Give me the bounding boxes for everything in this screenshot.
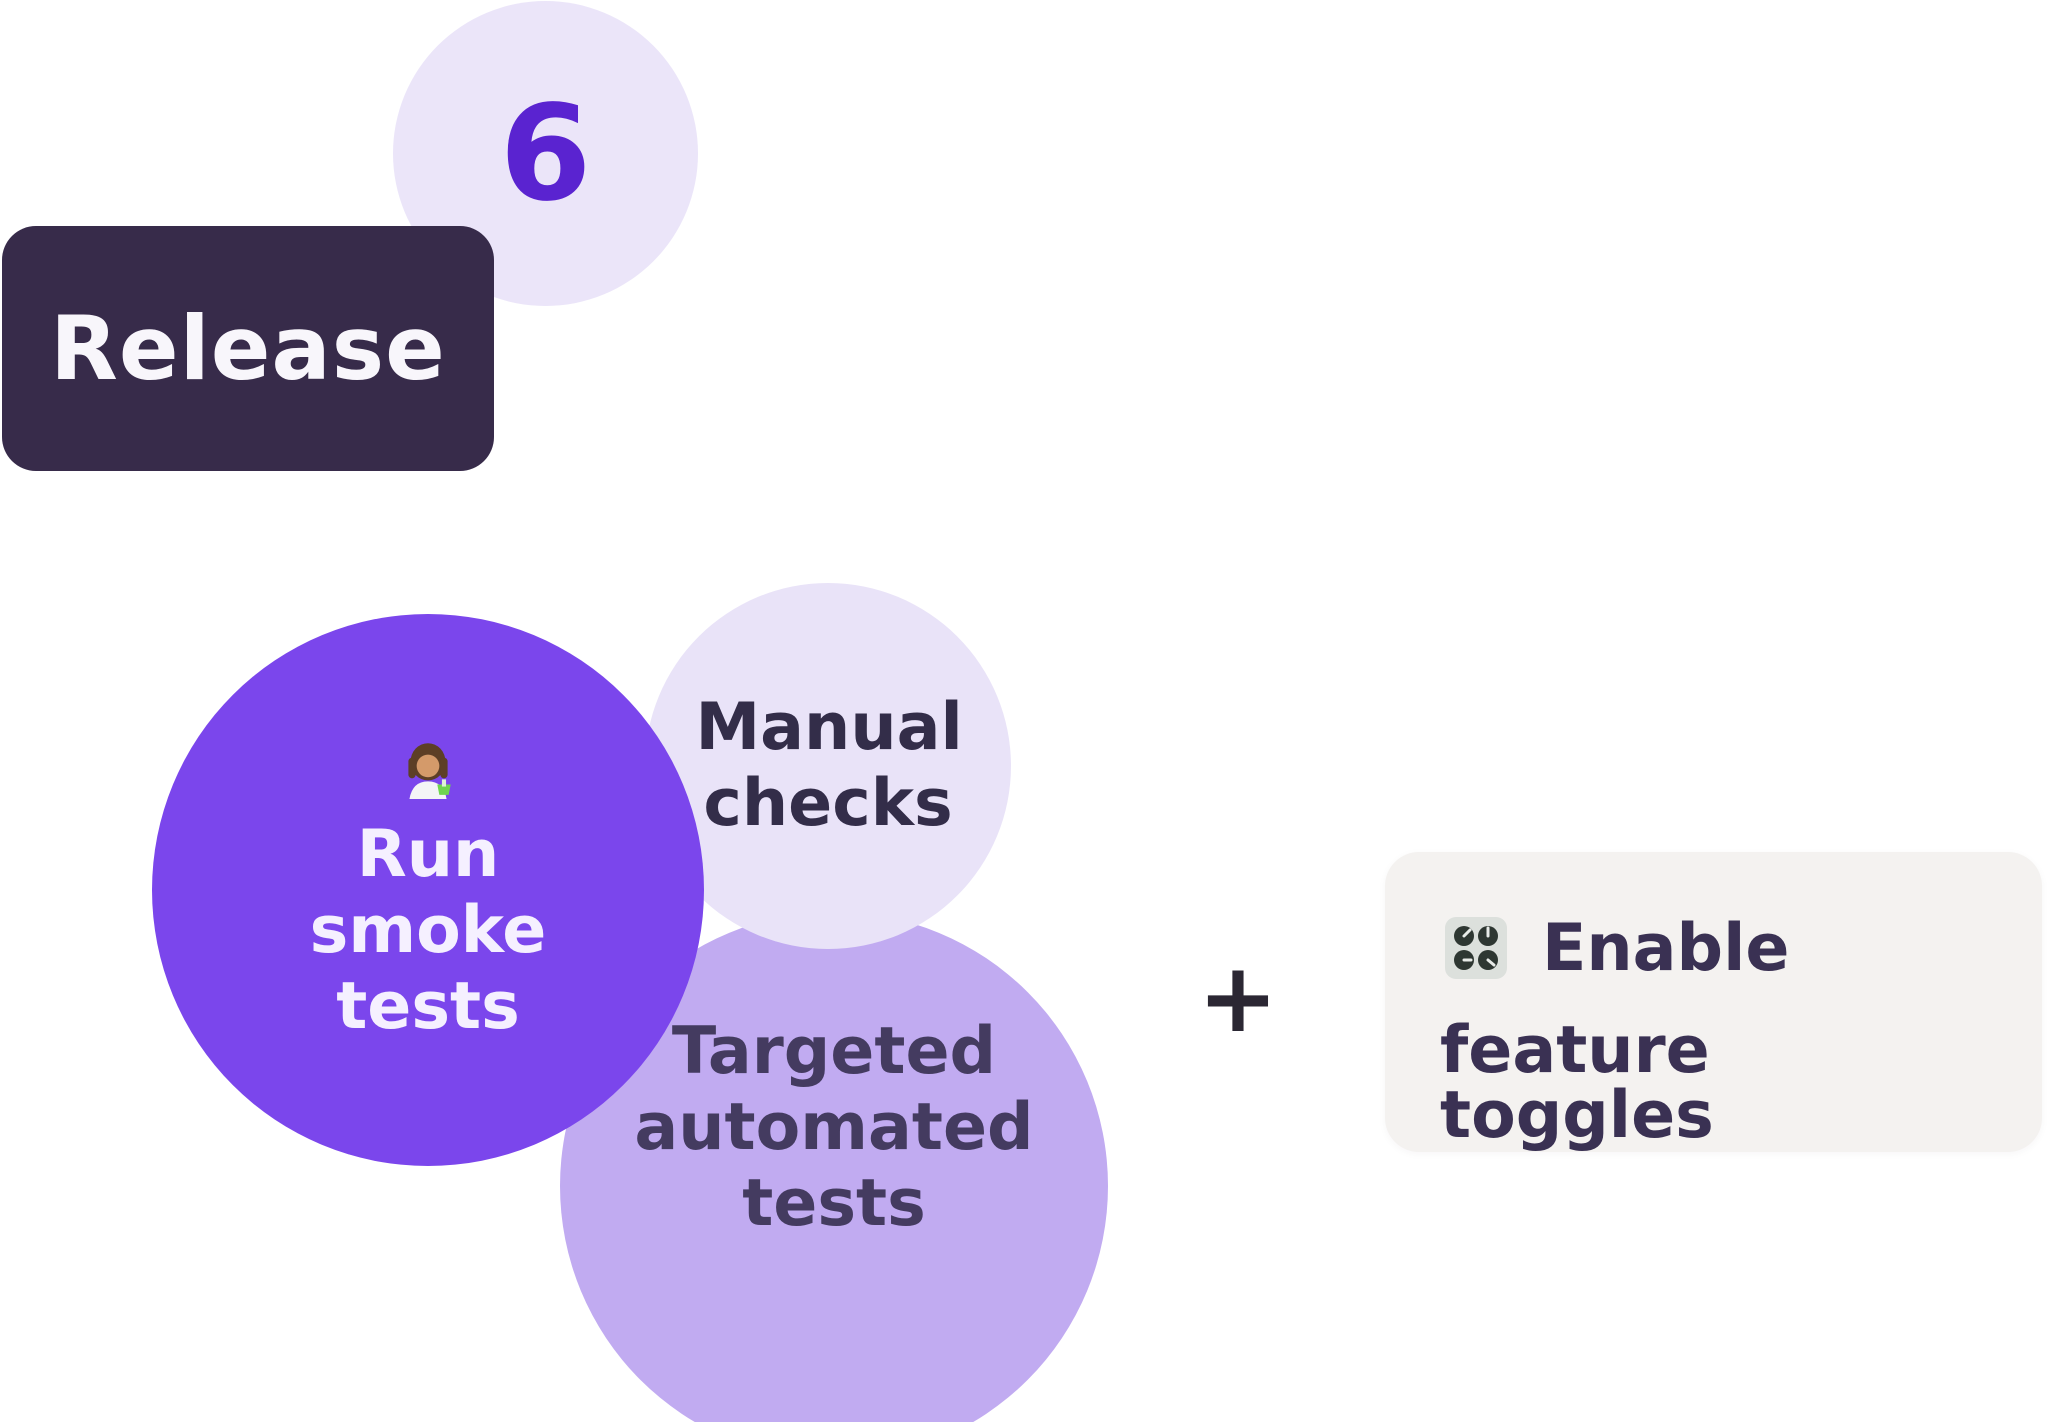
card-row-1: Enable (1440, 908, 1992, 988)
release-badge: Release (2, 226, 494, 471)
bubble-manual-checks: Manual checks (645, 583, 1011, 949)
release-badge-label: Release (50, 297, 446, 400)
bubble-label-targeted-tests: Targeted automated tests (634, 1013, 1034, 1242)
card-label-line-2: feature toggles (1440, 1013, 1714, 1153)
bubble-label-manual-checks: Manual checks (695, 689, 963, 841)
control-knobs-icon (1440, 912, 1512, 984)
card-label-line-1: Enable (1542, 910, 1790, 986)
card-row-2: feature toggles (1440, 1018, 1992, 1148)
bubble-run-smoke-tests: Run smoke tests (152, 614, 704, 1166)
bubble-label-run-smoke: Run smoke tests (309, 816, 547, 1045)
step-number: 6 (499, 76, 592, 231)
enable-feature-toggles-card: Enable feature toggles (1385, 852, 2042, 1152)
woman-scientist-emoji (395, 735, 461, 801)
plus-operator: + (1197, 942, 1279, 1054)
